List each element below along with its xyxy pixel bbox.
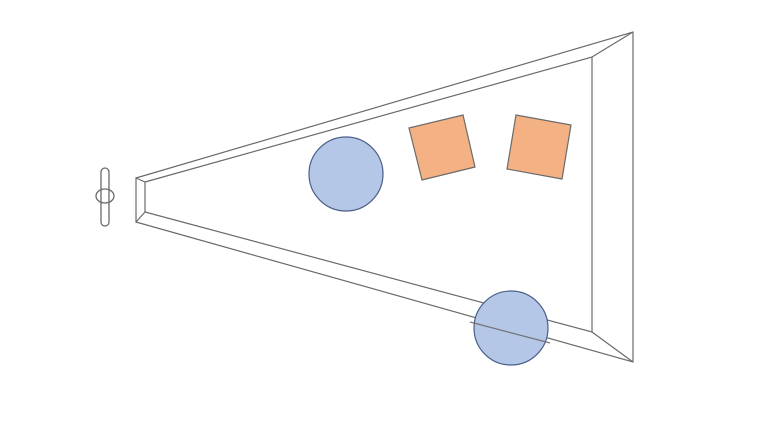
- frustum-edge-near-top: [135, 177, 146, 183]
- frustum-edge-near-bottom: [135, 211, 146, 223]
- frustum-edge-far-bottom: [591, 331, 634, 363]
- camera-icon: [95, 167, 115, 227]
- cube-left: [408, 114, 476, 181]
- frustum-edge-far-top: [591, 31, 634, 58]
- frustum-edge-over-sphere: [469, 321, 551, 344]
- view-frustum: [135, 31, 634, 363]
- sphere-inside-frustum: [308, 136, 384, 212]
- frustum-outer-outline: [135, 31, 634, 363]
- sphere-on-frustum-edge: [473, 290, 549, 366]
- cube-right: [506, 114, 572, 180]
